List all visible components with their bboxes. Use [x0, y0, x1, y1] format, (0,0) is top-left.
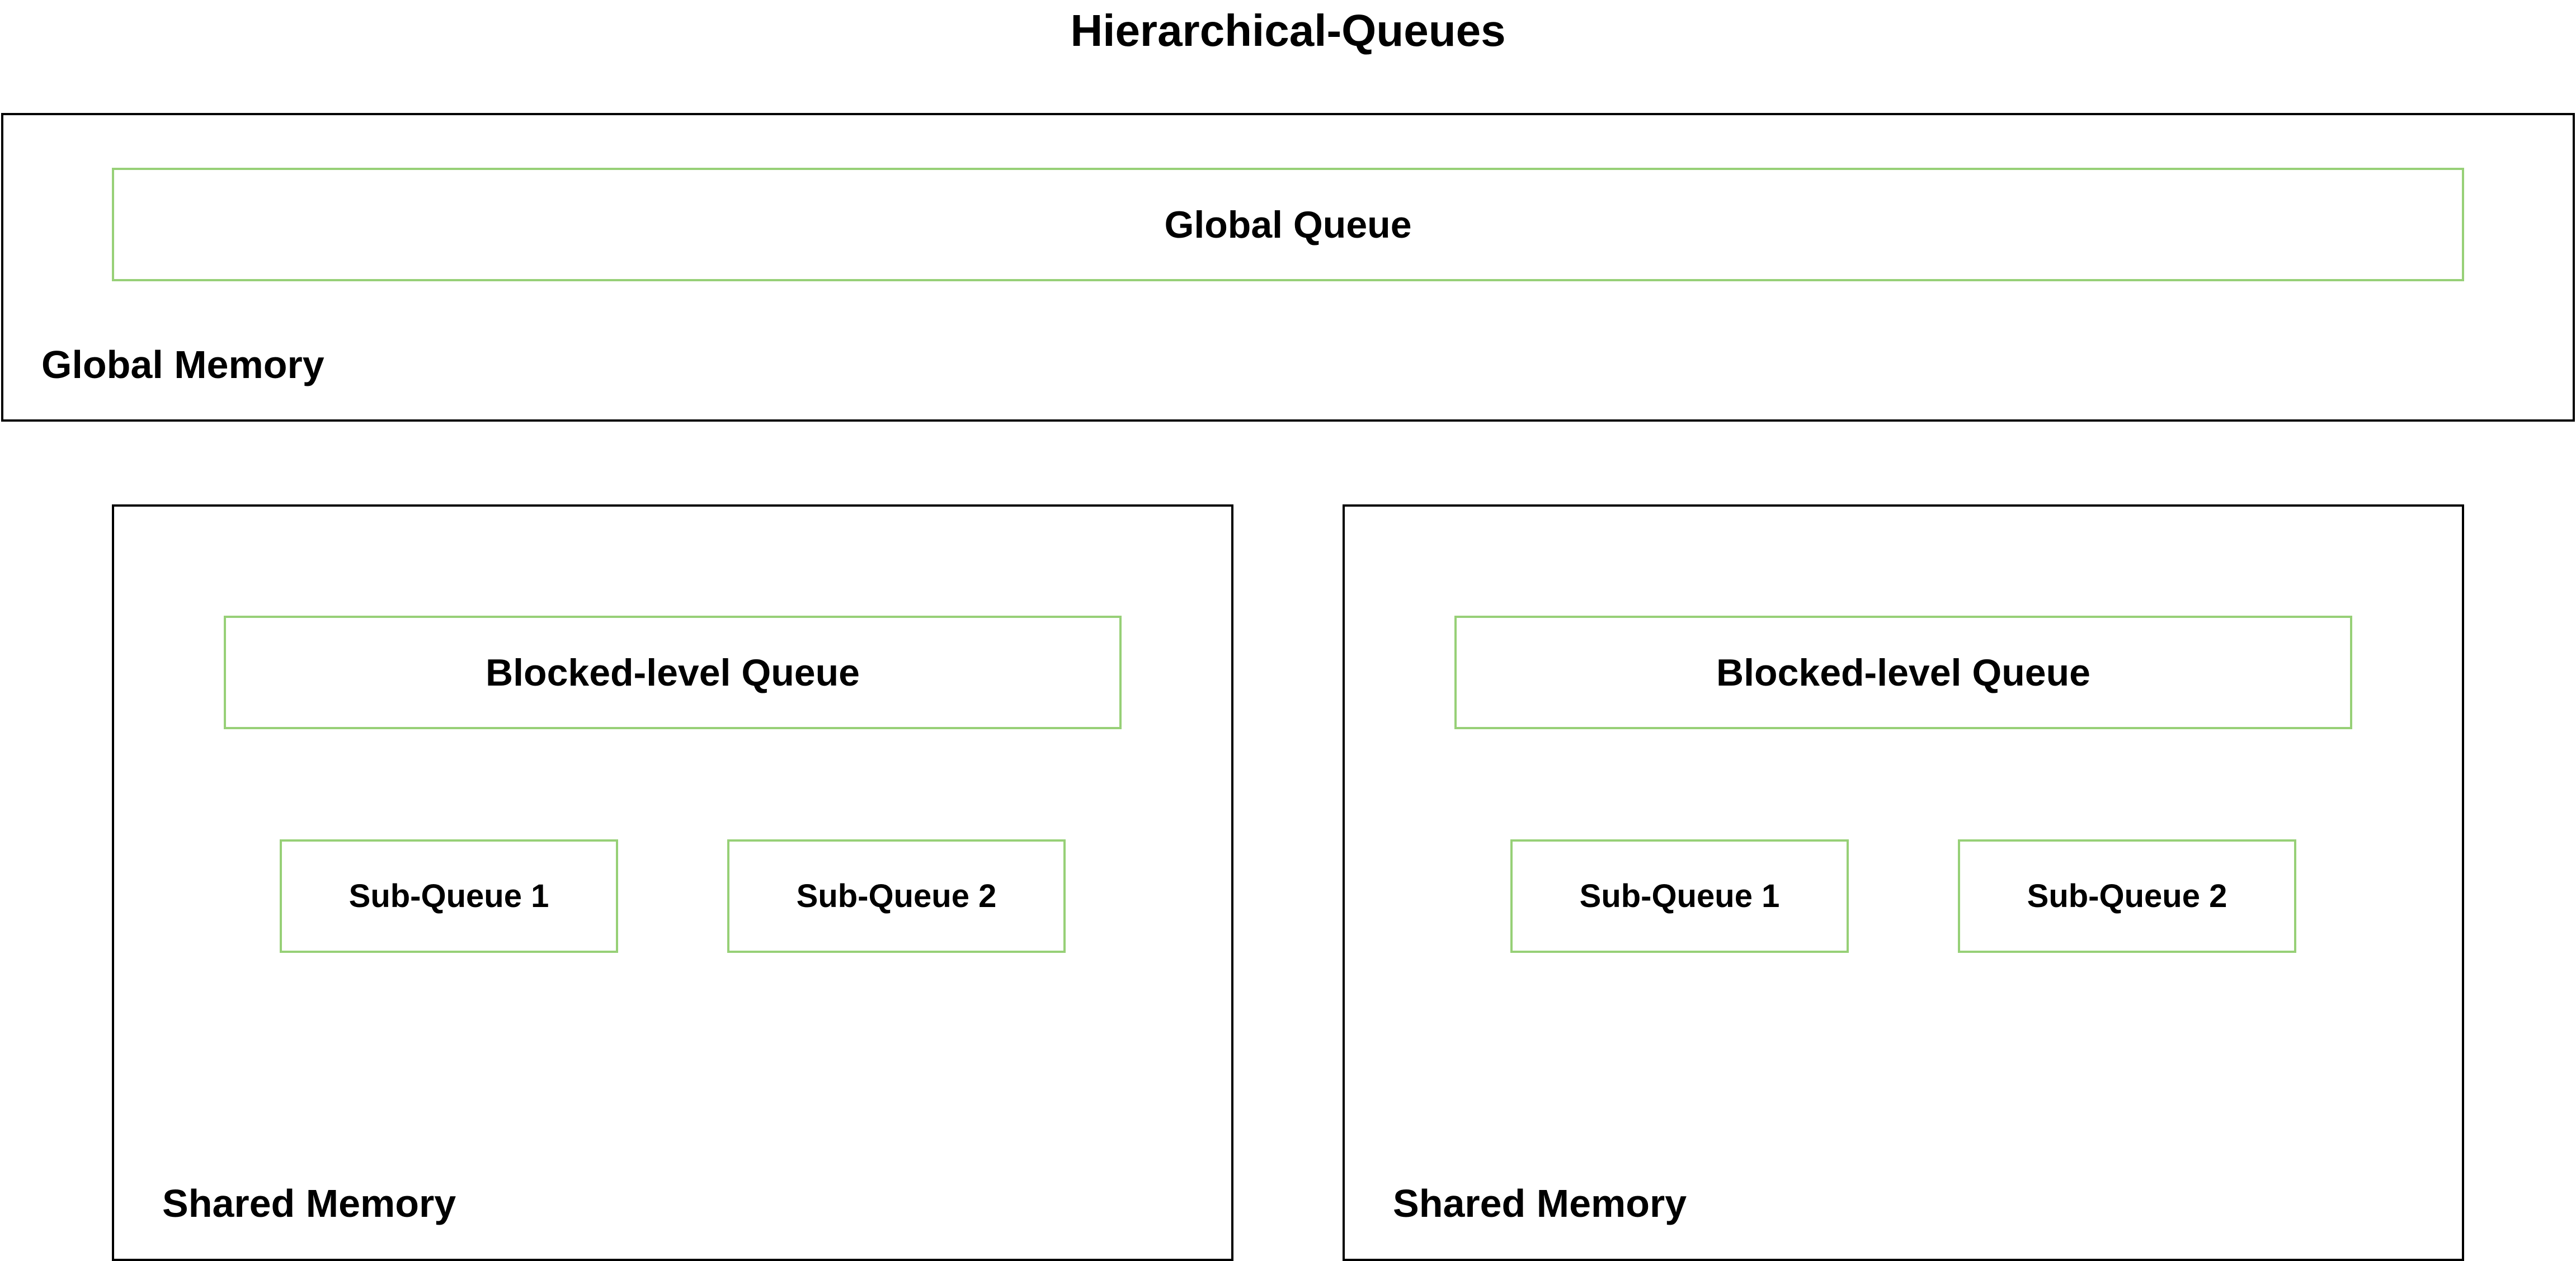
global-memory-label: Global Memory	[41, 343, 324, 386]
shared-memory-label-2: Shared Memory	[1393, 1182, 1687, 1225]
blocked-level-queue-box-1: Blocked-level Queue	[224, 616, 1122, 729]
blocked-level-queue-label-1: Blocked-level Queue	[486, 651, 860, 694]
diagram-title: Hierarchical-Queues	[1070, 6, 1506, 55]
sub-queue-label-2-2: Sub-Queue 2	[2027, 878, 2227, 914]
shared-memory-label-1: Shared Memory	[162, 1182, 456, 1225]
blocked-level-queue-label-2: Blocked-level Queue	[1716, 651, 2090, 694]
global-queue-label: Global Queue	[1164, 203, 1412, 246]
blocked-level-queue-box-2: Blocked-level Queue	[1454, 616, 2352, 729]
sub-queue-box-2-2: Sub-Queue 2	[1958, 839, 2296, 953]
sub-queue-label-2-1: Sub-Queue 1	[1579, 878, 1780, 914]
sub-queue-label-1-2: Sub-Queue 2	[796, 878, 997, 914]
global-queue-box: Global Queue	[112, 168, 2464, 281]
sub-queue-box-1-1: Sub-Queue 1	[280, 839, 618, 953]
sub-queue-box-1-2: Sub-Queue 2	[727, 839, 1066, 953]
sub-queue-box-2-1: Sub-Queue 1	[1510, 839, 1849, 953]
sub-queue-label-1-1: Sub-Queue 1	[349, 878, 549, 914]
